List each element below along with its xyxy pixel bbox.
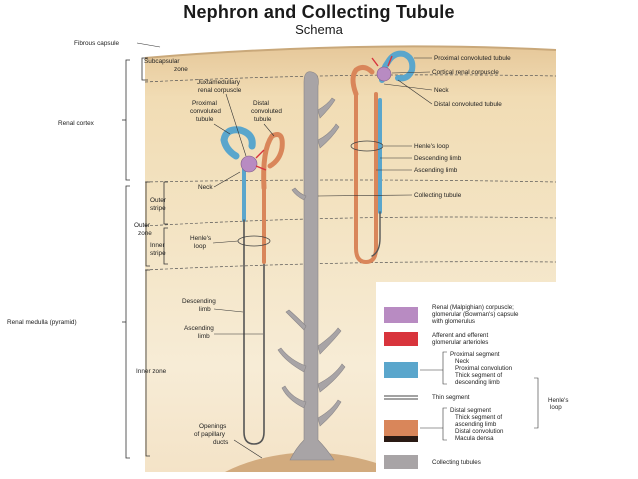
label-openings: Openings of papillary ducts: [194, 423, 228, 446]
label-distal-convoluted: Distal convoluted tubule: [251, 100, 284, 123]
label-proximal-convoluted: Proximal convoluted tubule: [190, 100, 223, 123]
collecting-tubule-shape: [277, 71, 346, 461]
label-inner-zone: Inner zone: [136, 368, 167, 375]
label-outer-zone: Outer zone: [134, 222, 152, 237]
zone-boundary-stripe: [144, 216, 557, 227]
label-outer-stripe: Outer stripe: [150, 197, 168, 212]
label-ascending-limb-right: Ascending limb: [414, 167, 458, 174]
legend-label-corpuscle: Renal (Malpighian) corpuscle; glomerular…: [431, 304, 520, 325]
juxtamedullary-nephron: [220, 126, 285, 445]
legend-label-arterioles: Afferent and efferent glomerular arterio…: [432, 332, 490, 346]
label-neck-left: Neck: [198, 184, 213, 191]
label-distal-convoluted-tubule: Distal convoluted tubule: [434, 101, 502, 108]
legend-swatch-distal: [384, 420, 418, 436]
capsule-edge: [144, 45, 557, 59]
label-descending-limb-right: Descending limb: [414, 155, 462, 162]
diagram-subtitle: Schema: [295, 22, 343, 37]
label-cortical-renal-corpuscle: Cortical renal corpuscle: [432, 69, 499, 76]
henle-marker-right: [350, 140, 384, 152]
label-juxtamedullary: Juxtamedullary renal corpuscle: [197, 79, 242, 94]
legend-swatch-collecting: [384, 455, 418, 469]
diagram-title: Nephron and Collecting Tubule: [183, 2, 455, 22]
label-fibrous-capsule: Fibrous capsule: [74, 40, 120, 47]
left-brackets: [122, 57, 168, 459]
cortical-nephron: [350, 50, 416, 265]
juxta-arterioles: [255, 149, 267, 171]
legend-panel: [376, 282, 638, 474]
label-henles-loop-left: Henle's loop: [190, 235, 213, 250]
legend-swatch-arterioles: [384, 332, 418, 346]
legend-swatch-proximal: [384, 362, 418, 378]
label-descending-limb-left: Descending limb: [182, 298, 218, 313]
legend-label-thin: Thin segment: [432, 394, 470, 401]
label-collecting-tubule: Collecting tubule: [414, 192, 462, 199]
legend-label-proximal: Proximal segment Neck Proximal convoluti…: [450, 351, 514, 386]
label-neck-right: Neck: [434, 87, 449, 94]
zone-boundary-subcapsular: [144, 74, 557, 83]
cortical-arterioles: [371, 55, 393, 67]
juxta-corpuscle-shape: [240, 155, 258, 173]
label-henles-loop-right: Henle's loop: [414, 143, 449, 150]
zone-boundary-cortex: [144, 179, 557, 183]
label-proximal-convoluted-tubule: Proximal convoluted tubule: [434, 55, 511, 62]
legend-label-distal: Distal segment Thick segment of ascendin…: [450, 407, 505, 442]
label-renal-medulla: Renal medulla (pyramid): [7, 319, 77, 326]
label-renal-cortex: Renal cortex: [58, 120, 95, 127]
legend-swatch-macula: [384, 436, 418, 442]
legend-swatch-corpuscle: [384, 307, 418, 323]
label-subcapsular-zone: Subcapsular zone: [144, 58, 188, 73]
cortical-corpuscle-shape: [376, 66, 392, 82]
papilla-tip: [225, 452, 400, 472]
legend-label-collecting: Collecting tubules: [432, 459, 481, 466]
zone-boundary-outer: [144, 261, 557, 271]
label-ascending-limb-left: Ascending limb: [184, 325, 216, 340]
label-inner-stripe: Inner stripe: [150, 242, 166, 257]
legend-label-henles-loop: Henle's loop: [548, 397, 570, 411]
